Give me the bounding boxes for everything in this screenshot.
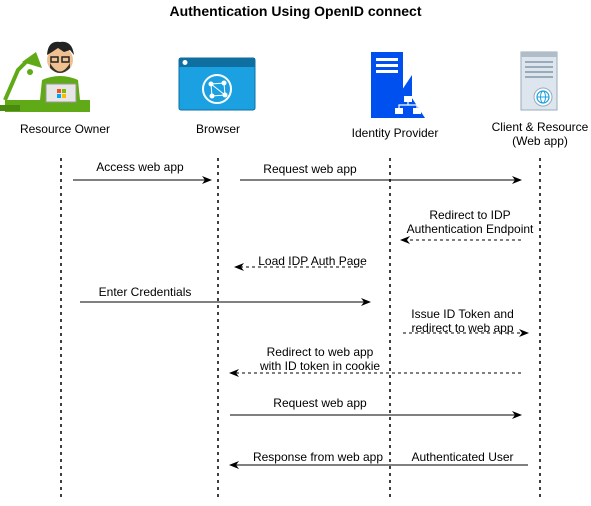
person-at-laptop-icon	[0, 41, 90, 112]
message-label-redirect-cookie: Redirect to web app with ID token in coo…	[250, 345, 390, 373]
message-label-redirect-idp: Redirect to IDP Authentication Endpoint	[400, 208, 540, 236]
message-label-response-from-web-app: Response from web app	[248, 450, 388, 464]
message-label-line: Request web app	[273, 396, 367, 410]
actor-label-line: Browser	[195, 122, 240, 136]
message-label-line: Load IDP Auth Page	[258, 254, 367, 268]
message-label-line: Redirect to IDP	[429, 208, 511, 222]
actor-label-identity-provider: Identity Provider	[335, 126, 455, 140]
actor-label-resource-owner: Resource Owner	[5, 122, 125, 136]
actor-label-line: Client & Resource	[491, 120, 589, 134]
message-label-line: Redirect to web app	[266, 345, 374, 359]
message-label-line: Authenticated User	[411, 450, 514, 464]
diagram-title: Authentication Using OpenID connect	[169, 3, 422, 19]
message-label-line: Request web app	[263, 162, 357, 176]
message-label-load-idp-auth-page: Load IDP Auth Page	[250, 254, 375, 268]
web-server-icon	[520, 51, 558, 111]
message-label-request-web-app-2: Request web app	[255, 396, 385, 410]
server-network-icon	[371, 52, 425, 118]
message-label-request-web-app-1: Request web app	[245, 162, 375, 176]
message-label-line: Enter Credentials	[98, 285, 192, 299]
message-label-authenticated-user: Authenticated User	[405, 450, 520, 464]
actor-label-line: (Web app)	[512, 134, 568, 148]
actor-label-client-resource: Client & Resource (Web app)	[480, 120, 591, 148]
message-label-line: Response from web app	[252, 450, 384, 464]
message-label-issue-id-token: Issue ID Token and redirect to web app	[400, 307, 525, 335]
message-label-access-web-app: Access web app	[75, 160, 205, 174]
actor-label-line: Identity Provider	[351, 126, 439, 140]
actor-label-line: Resource Owner	[19, 122, 111, 136]
actor-label-browser: Browser	[168, 122, 268, 136]
message-label-line: with ID token in cookie	[259, 359, 381, 373]
message-label-line: Access web app	[96, 160, 184, 174]
message-label-enter-credentials: Enter Credentials	[85, 285, 205, 299]
message-label-line: Issue ID Token and	[411, 307, 514, 321]
message-label-line: Authentication Endpoint	[406, 222, 534, 236]
message-label-line: redirect to web app	[411, 321, 514, 335]
browser-window-icon	[178, 57, 256, 111]
